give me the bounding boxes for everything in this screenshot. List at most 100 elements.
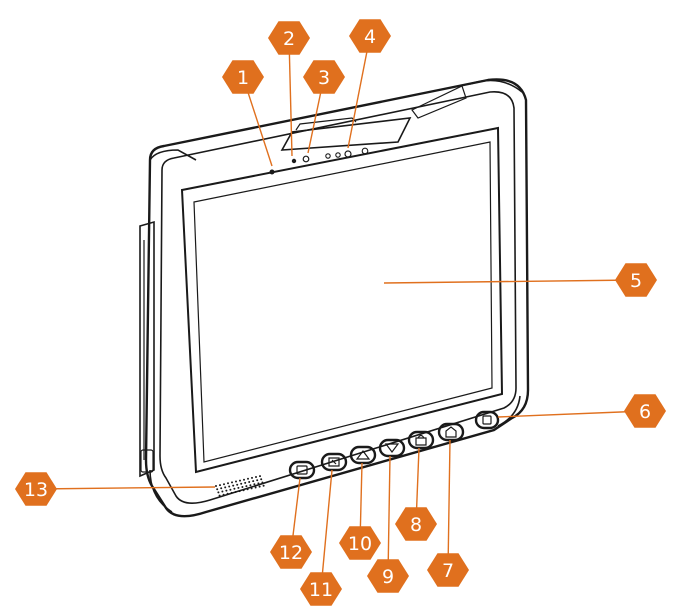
function-button[interactable]: [288, 460, 316, 480]
triangle-up-icon: [355, 450, 371, 460]
callout-label: 8: [410, 514, 422, 536]
callout-11: 11: [300, 572, 342, 606]
home-icon: [445, 426, 457, 438]
speaker-hole: [242, 489, 245, 492]
triangle-down-icon: [384, 443, 400, 453]
leader-line-6: [497, 410, 646, 418]
power-button[interactable]: [474, 410, 500, 430]
callout-13: 13: [15, 472, 57, 506]
side-strap: [139, 220, 155, 478]
front-camera-left-icon: [269, 169, 275, 175]
camera-icon: [328, 457, 340, 467]
sensor-dot-icon: [361, 147, 369, 155]
callout-label: 7: [442, 560, 454, 582]
callout-10: 10: [339, 526, 381, 560]
callout-label: 11: [309, 579, 333, 601]
speaker-hole: [229, 488, 232, 491]
speaker-hole: [254, 486, 257, 489]
callout-hexagon-icon: [222, 60, 264, 94]
speaker-hole: [252, 480, 255, 483]
speaker-hole: [237, 486, 240, 489]
speaker-hole: [238, 490, 241, 493]
speaker-hole: [222, 493, 225, 496]
speaker-hole: [226, 492, 229, 495]
home-button[interactable]: [437, 422, 465, 442]
speaker-hole: [243, 478, 245, 481]
callout-4: 4: [349, 19, 391, 53]
speaker-hole: [215, 485, 217, 487]
speaker-hole: [231, 481, 233, 484]
speaker-hole: [259, 475, 261, 478]
callout-label: 9: [382, 566, 394, 588]
lock-button[interactable]: [407, 430, 435, 450]
volume-down-button[interactable]: [378, 438, 406, 458]
callout-label: 12: [279, 542, 303, 564]
speaker-hole: [245, 485, 248, 488]
speaker-hole: [236, 483, 239, 486]
speaker-hole: [224, 486, 227, 489]
speaker-hole: [225, 489, 228, 492]
callout-8: 8: [395, 507, 437, 541]
callout-label: 5: [630, 270, 642, 292]
front-sensors: [269, 147, 369, 175]
callout-9: 9: [367, 559, 409, 593]
speaker-grille: [215, 475, 265, 497]
speaker-hole: [246, 488, 249, 491]
callout-hexagon-icon: [268, 21, 310, 55]
speaker-hole: [247, 477, 249, 480]
callout-hexagon-icon: [624, 394, 666, 428]
light-sensor-icon: [302, 155, 310, 163]
callout-6: 6: [624, 394, 666, 428]
callout-label: 6: [639, 401, 651, 423]
speaker-hole: [218, 494, 221, 497]
callout-7: 7: [427, 553, 469, 587]
speaker-hole: [251, 476, 253, 479]
speaker-hole: [217, 491, 220, 494]
speaker-hole: [235, 480, 237, 483]
tablet-body: [139, 78, 530, 518]
camera-button[interactable]: [320, 452, 348, 472]
leader-line-2: [288, 37, 293, 157]
leader-line-5: [383, 279, 637, 284]
speaker-hole: [260, 478, 263, 481]
callout-label: 13: [24, 479, 48, 501]
callout-12: 12: [270, 535, 312, 569]
callout-hexagon-icon: [367, 559, 409, 593]
callout-label: 3: [318, 67, 330, 89]
speaker-hole: [244, 481, 247, 484]
callout-hexagon-icon: [300, 572, 342, 606]
speaker-hole: [255, 476, 257, 478]
speaker-hole: [256, 479, 259, 482]
speaker-hole: [216, 488, 219, 491]
volume-up-button[interactable]: [349, 445, 377, 465]
speaker-hole: [227, 482, 229, 485]
sensor-dot-icon: [325, 153, 331, 159]
callout-hexagon-icon: [303, 60, 345, 94]
callout-label: 4: [364, 26, 376, 48]
speaker-hole: [261, 481, 264, 484]
leader-line-7: [447, 439, 451, 571]
front-camera-icon: [344, 150, 352, 158]
callout-hexagon-icon: [427, 553, 469, 587]
callout-hexagon-icon: [270, 535, 312, 569]
callout-label: 10: [348, 533, 372, 555]
callout-3: 3: [303, 60, 345, 94]
lock-icon: [415, 434, 427, 446]
speaker-hole: [248, 481, 251, 483]
speaker-hole: [223, 483, 225, 486]
speaker-hole: [262, 484, 265, 487]
speaker-hole: [233, 487, 236, 490]
speaker-hole: [249, 484, 252, 487]
speaker-hole: [228, 485, 231, 488]
speaker-hole: [253, 483, 256, 486]
speaker-hole: [234, 491, 237, 493]
callout-5: 5: [615, 263, 657, 297]
speaker-hole: [232, 484, 235, 487]
speaker-hole: [221, 490, 224, 493]
indicator-light-icon: [291, 158, 297, 164]
callout-hexagon-icon: [615, 263, 657, 297]
callout-label: 1: [237, 67, 249, 89]
speaker-hole: [220, 487, 223, 490]
